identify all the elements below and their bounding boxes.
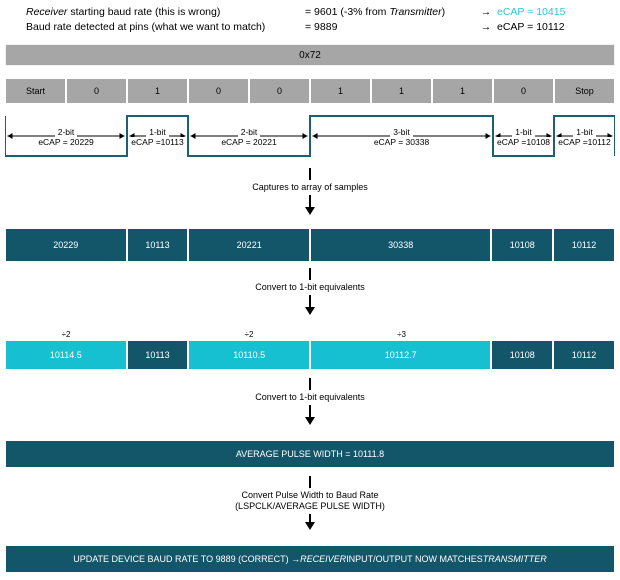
sample-cell-4: 10108 [491,228,554,262]
header-row-receiver: Receiver starting baud rate (this is wro… [0,5,620,20]
header-value-post-receiver: ) [441,6,446,18]
bit-cell-4: 0 [249,78,310,104]
flow-label-captures: Captures to array of samples [252,182,368,192]
normalized-cell-2: 10110.5 [188,340,310,370]
result-pre-text: UPDATE DEVICE BAUD RATE TO 9889 (CORRECT… [73,554,301,564]
sample-cell-5: 10112 [553,228,615,262]
flow-step-baud-conversion: Convert Pulse Width to Baud Rate (LSPCLK… [0,476,620,530]
divisor-label-1 [127,325,188,339]
bit-cell-6: 1 [371,78,432,104]
normalized-cell-1: 10113 [126,340,189,370]
final-result-bar: UPDATE DEVICE BAUD RATE TO 9889 (CORRECT… [5,545,615,573]
normalized-cell-4: 10108 [491,340,554,370]
sample-cell-0: 20229 [5,228,127,262]
flow-label-convert-1: Convert to 1-bit equivalents [255,282,365,292]
segment-bit-label-0: 2-bit [54,127,78,137]
segment-ecap-label-3: eCAP = 30338 [372,137,431,147]
average-pulse-width-bar: AVERAGE PULSE WIDTH = 10111.8 [5,440,615,468]
flow-line-4b [309,514,311,522]
bit-cell-8: 0 [493,78,554,104]
result-emphasis-transmitter: TRANSMITTER [482,554,547,564]
result-emphasis-receiver: RECEIVER [300,554,347,564]
header-arrow-icon-receiver: → [480,6,492,18]
flow-label-baud-line1: Convert Pulse Width to Baud Rate [241,490,379,500]
flow-line-2 [309,268,311,280]
bit-cell-9: Stop [554,78,615,104]
header-value-detected: = 9889 [305,21,338,33]
segment-bit-label-2: 2-bit [237,127,261,137]
flow-line-3 [309,378,311,390]
normalized-cell-5: 10112 [553,340,615,370]
bit-cell-3: 0 [188,78,249,104]
bit-cell-1: 0 [66,78,127,104]
waveform-trace [5,115,615,157]
header-value-emphasis-transmitter: Transmitter [389,6,442,18]
sample-cell-1: 10113 [126,228,189,262]
divisor-label-2: ÷2 [244,330,254,339]
header-value-pre-receiver: = 9601 (-3% from [305,6,390,18]
header-ecap-detected: eCAP = 10112 [497,21,565,33]
bit-cell-5: 1 [310,78,371,104]
flow-arrowhead-2-icon [305,307,315,315]
divisor-label-4 [493,325,554,339]
segment-ecap-label-2: eCAP = 20221 [220,137,278,147]
header-value-receiver: = 9601 (-3% from Transmitter) [305,5,475,20]
divisor-label-row: ÷2 ÷2 ÷3 [5,325,615,339]
sample-cell-3: 30338 [309,228,492,262]
sample-cell-2: 20221 [188,228,310,262]
normalized-cell-0: 10114.5 [5,340,127,370]
header-description-receiver: Receiver starting baud rate (this is wro… [0,5,305,20]
header-summary: Receiver starting baud rate (this is wro… [0,0,620,35]
flow-step-convert-2: Convert to 1-bit equivalents [0,378,620,425]
flow-step-captures: Captures to array of samples [0,168,620,215]
flow-line-1b [309,195,311,207]
header-row-detected: Baud rate detected at pins (what we want… [0,20,620,35]
flow-arrowhead-4-icon [305,522,315,530]
divisor-label-3: ÷3 [397,330,406,339]
result-mid-text: INPUT/OUTPUT NOW MATCHES [346,554,483,564]
header-desc-text-receiver: starting baud rate (this is wrong) [67,6,221,18]
divisor-label-0: ÷2 [61,330,71,339]
normalized-cell-3: 10112.7 [309,340,492,370]
segment-bit-label-3: 3-bit [390,127,413,137]
segment-bit-label-5: 1-bit [573,127,596,137]
flow-line-3b [309,405,311,417]
header-description-detected: Baud rate detected at pins (what we want… [26,21,266,33]
header-ecap-receiver: eCAP = 10415 [497,6,566,18]
divisor-label-5 [554,325,615,339]
flow-line-2b [309,295,311,307]
flow-arrowhead-3-icon [305,417,315,425]
segment-ecap-label-4: eCAP =10108 [495,137,551,147]
flow-line-1 [309,168,311,180]
bit-cell-7: 1 [432,78,493,104]
flow-label-baud-line2: (LSPCLK/AVERAGE PULSE WIDTH) [235,501,385,511]
byte-value-banner: 0x72 [5,44,615,66]
segment-ecap-label-5: eCAP =10112 [557,137,612,147]
segment-bit-label-1: 1-bit [146,127,169,137]
segment-ecap-label-1: eCAP =10113 [130,137,185,147]
flow-arrowhead-1-icon [305,207,315,215]
header-arrow-icon-detected: → [480,21,492,33]
segment-bit-label-4: 1-bit [512,127,535,137]
header-desc-emphasis-receiver: Receiver [26,6,68,18]
flow-step-convert-1: Convert to 1-bit equivalents [0,268,620,315]
flow-label-convert-2: Convert to 1-bit equivalents [255,392,365,402]
flow-line-4 [309,476,311,488]
segment-ecap-label-0: eCAP = 20229 [37,137,95,147]
bit-cell-2: 1 [127,78,188,104]
bit-cell-0: Start [5,78,66,104]
